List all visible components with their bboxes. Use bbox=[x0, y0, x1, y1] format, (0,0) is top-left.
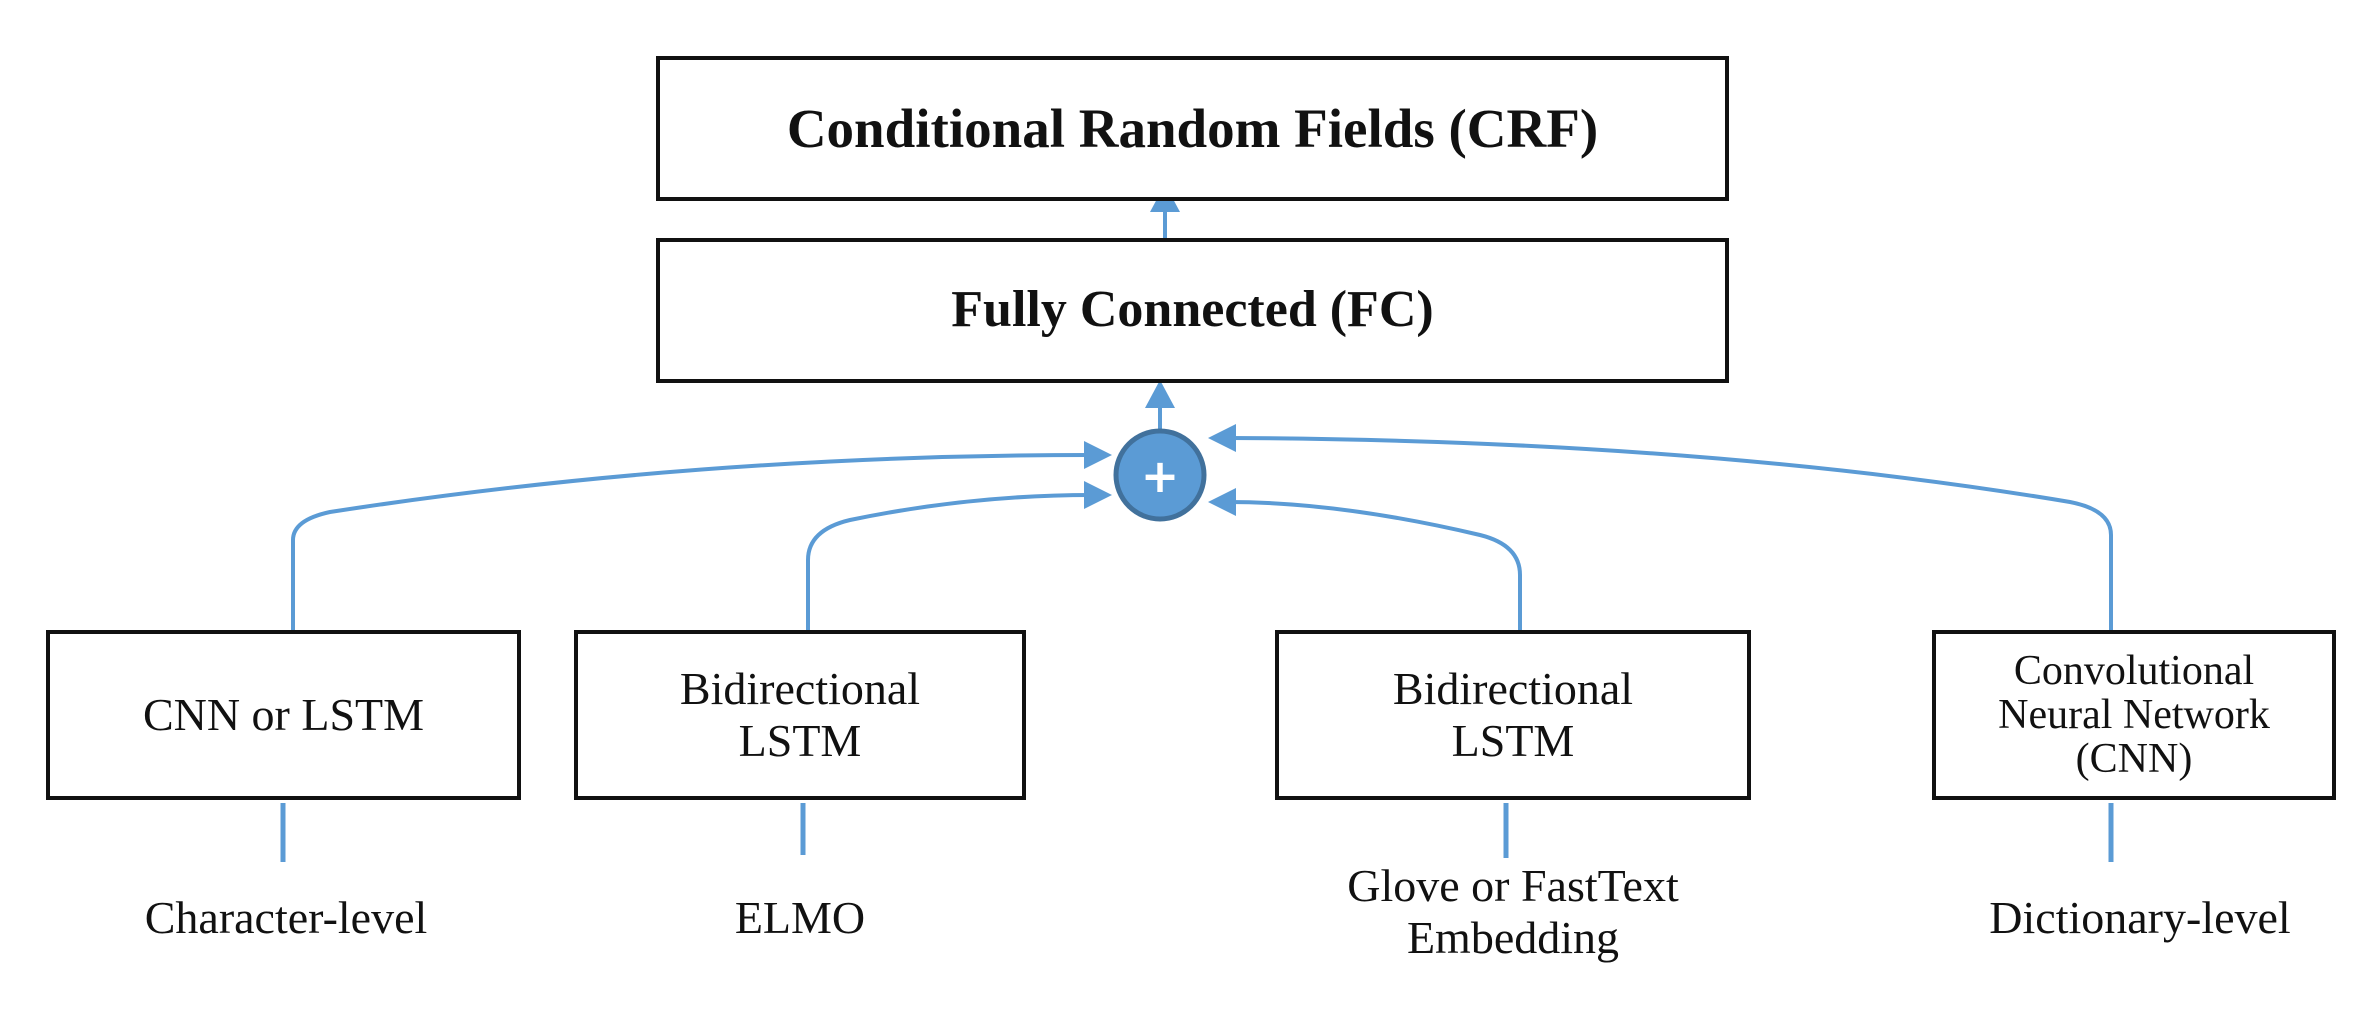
merge-node: + bbox=[1113, 428, 1207, 522]
plus-icon: + bbox=[1141, 449, 1180, 503]
input-label-text: ELMO bbox=[734, 892, 866, 943]
merge-node-circle bbox=[1113, 428, 1207, 522]
input-label-text: Character-level bbox=[144, 892, 428, 943]
encoder-box-dict: Convolutional Neural Network (CNN) bbox=[1932, 630, 2336, 800]
encoder-box-glove: Bidirectional LSTM bbox=[1275, 630, 1751, 800]
fc-layer-label: Fully Connected (FC) bbox=[951, 281, 1434, 339]
input-label-char: Character-level bbox=[86, 892, 486, 944]
fc-layer-box: Fully Connected (FC) bbox=[656, 238, 1729, 383]
crf-layer-label: Conditional Random Fields (CRF) bbox=[786, 97, 1599, 159]
encoder-label: LSTM bbox=[738, 715, 862, 766]
encoder-box-elmo: Bidirectional LSTM bbox=[574, 630, 1026, 800]
encoder-label: (CNN) bbox=[2075, 736, 2193, 783]
encoder-label: Convolutional bbox=[2013, 647, 2255, 694]
connector-dict-to-merge bbox=[1227, 436, 2113, 630]
encoder-box-char: CNN or LSTM bbox=[46, 630, 521, 800]
connector-glove-to-merge bbox=[1227, 500, 1522, 630]
encoder-label: Bidirectional bbox=[1392, 663, 1634, 715]
crf-layer-box: Conditional Random Fields (CRF) bbox=[656, 56, 1729, 201]
encoder-label: LSTM bbox=[1451, 715, 1575, 766]
arrowhead-char-to-merge bbox=[1084, 441, 1112, 469]
input-label-text: Dictionary-level bbox=[1989, 892, 2291, 943]
arrowhead-elmo-to-merge bbox=[1084, 481, 1112, 509]
encoder-label: Bidirectional bbox=[679, 663, 921, 715]
input-label-glove: Glove or FastText Embedding bbox=[1288, 860, 1738, 963]
connector-char-to-merge bbox=[291, 453, 1093, 630]
arrowhead-merge-to-fc bbox=[1145, 380, 1175, 408]
arrowhead-dict-to-merge bbox=[1208, 424, 1236, 452]
arrowhead-glove-to-merge bbox=[1208, 488, 1236, 516]
encoder-label: CNN or LSTM bbox=[142, 689, 425, 741]
input-label-text: Glove or FastText bbox=[1347, 860, 1679, 911]
encoder-label: Neural Network bbox=[1998, 691, 2270, 738]
input-label-dict: Dictionary-level bbox=[1940, 892, 2340, 944]
input-label-text: Embedding bbox=[1406, 911, 1620, 963]
connector-elmo-to-merge bbox=[806, 493, 1093, 630]
input-label-elmo: ELMO bbox=[640, 892, 960, 944]
